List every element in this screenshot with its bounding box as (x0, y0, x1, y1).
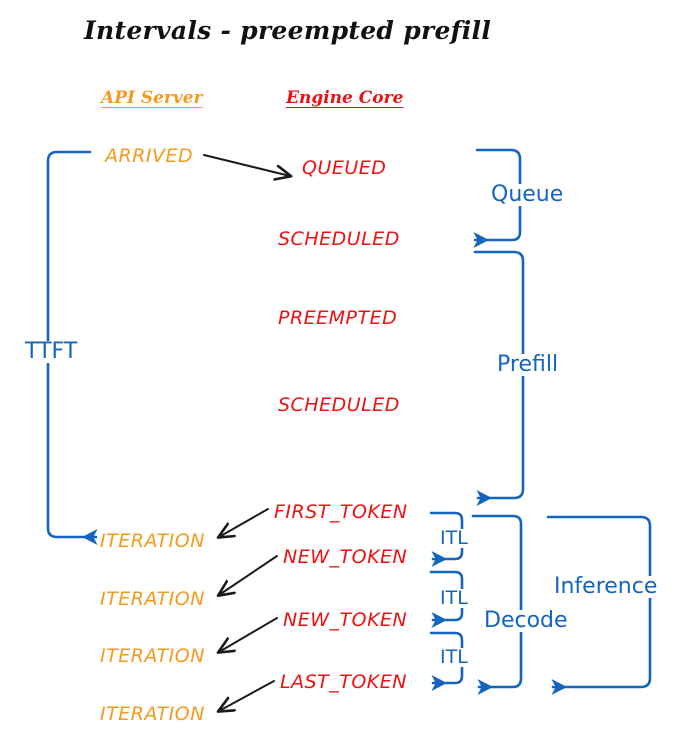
state-scheduled-1: SCHEDULED (278, 228, 400, 250)
state-first-token: FIRST_TOKEN (274, 501, 408, 523)
state-iteration-4: ITERATION (100, 703, 205, 725)
arrow-new-token-to-iteration-2 (219, 555, 278, 595)
interval-label-prefill: Prefill (494, 354, 562, 376)
arrow-arrived-to-queued (203, 154, 290, 176)
state-arrived: ARRIVED (105, 145, 194, 167)
interval-label-itl-3: ITL (437, 648, 471, 667)
state-new-token-1: NEW_TOKEN (283, 546, 408, 568)
state-iteration-2: ITERATION (100, 588, 205, 610)
arrow-last-token-to-iteration-4 (219, 680, 275, 711)
state-new-token-2: NEW_TOKEN (283, 609, 408, 631)
arrow-first-token-to-iteration (219, 508, 269, 537)
decode-bracket (471, 514, 523, 696)
column-header-engine-core: Engine Core (286, 88, 404, 108)
interval-label-itl-1: ITL (437, 529, 471, 548)
state-iteration-3: ITERATION (100, 645, 205, 667)
interval-label-ttft: TTFT (22, 341, 81, 363)
interval-label-itl-2: ITL (437, 589, 471, 608)
column-header-api-server: API Server (101, 88, 203, 108)
state-iteration-1: ITERATION (100, 530, 205, 552)
page-title: Intervals - preempted prefill (84, 16, 492, 45)
arrow-new-token-to-iteration-3 (219, 617, 278, 652)
inference-bracket (546, 515, 652, 696)
state-scheduled-2: SCHEDULED (278, 394, 400, 416)
state-queued: QUEUED (302, 157, 387, 179)
interval-label-queue: Queue (488, 184, 567, 206)
state-preempted: PREEMPTED (278, 307, 398, 329)
state-last-token: LAST_TOKEN (280, 671, 407, 693)
interval-label-inference: Inference (551, 576, 661, 598)
interval-label-decode: Decode (481, 610, 571, 632)
